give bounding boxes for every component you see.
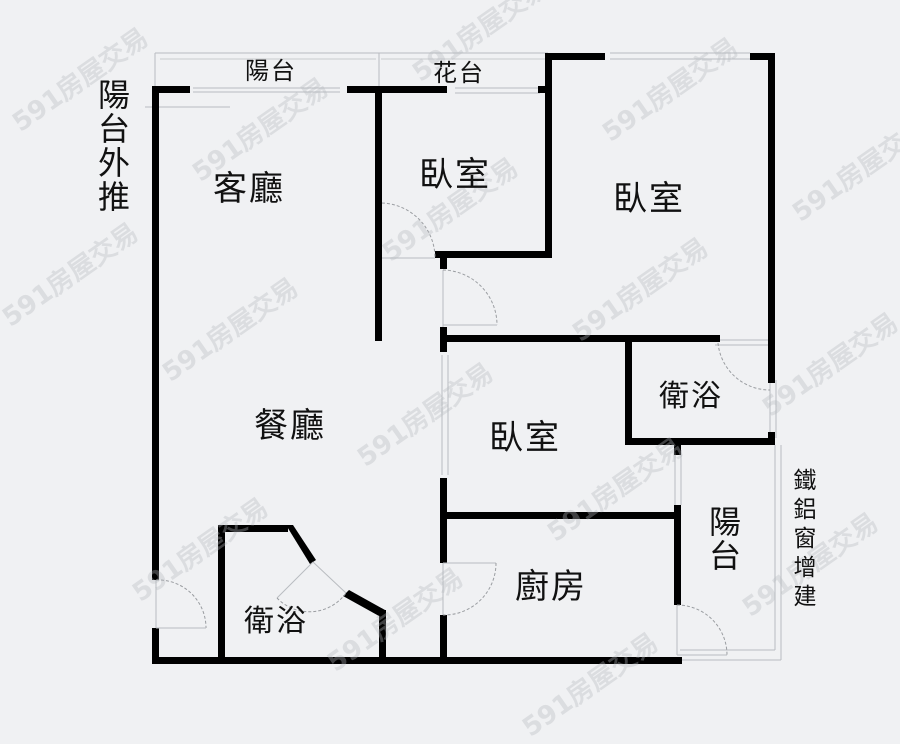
floor-plan-drawing: [145, 52, 782, 664]
label-iron-aluminum-addition: 鐵鋁窗增建: [789, 468, 815, 613]
label-planter: 花台: [433, 59, 485, 87]
room-kitchen: 廚房: [515, 567, 587, 607]
room-living-room: 客廳: [213, 169, 285, 209]
windows: [193, 52, 777, 505]
room-bathroom-right: 衛浴: [659, 379, 723, 414]
label-balcony-right: 陽台: [704, 505, 742, 573]
room-dining-room: 餐廳: [254, 406, 326, 446]
room-bedroom-small: 臥室: [419, 155, 491, 195]
exterior-outline: [145, 52, 782, 661]
label-balcony-pushout: 陽台外推: [93, 78, 131, 214]
label-balcony-top: 陽台: [245, 57, 297, 85]
room-bedroom-master: 臥室: [613, 179, 685, 219]
door-swings: [155, 202, 771, 656]
walls: [152, 53, 775, 664]
room-bathroom-left: 衛浴: [244, 604, 308, 639]
room-bedroom-middle: 臥室: [489, 418, 561, 458]
